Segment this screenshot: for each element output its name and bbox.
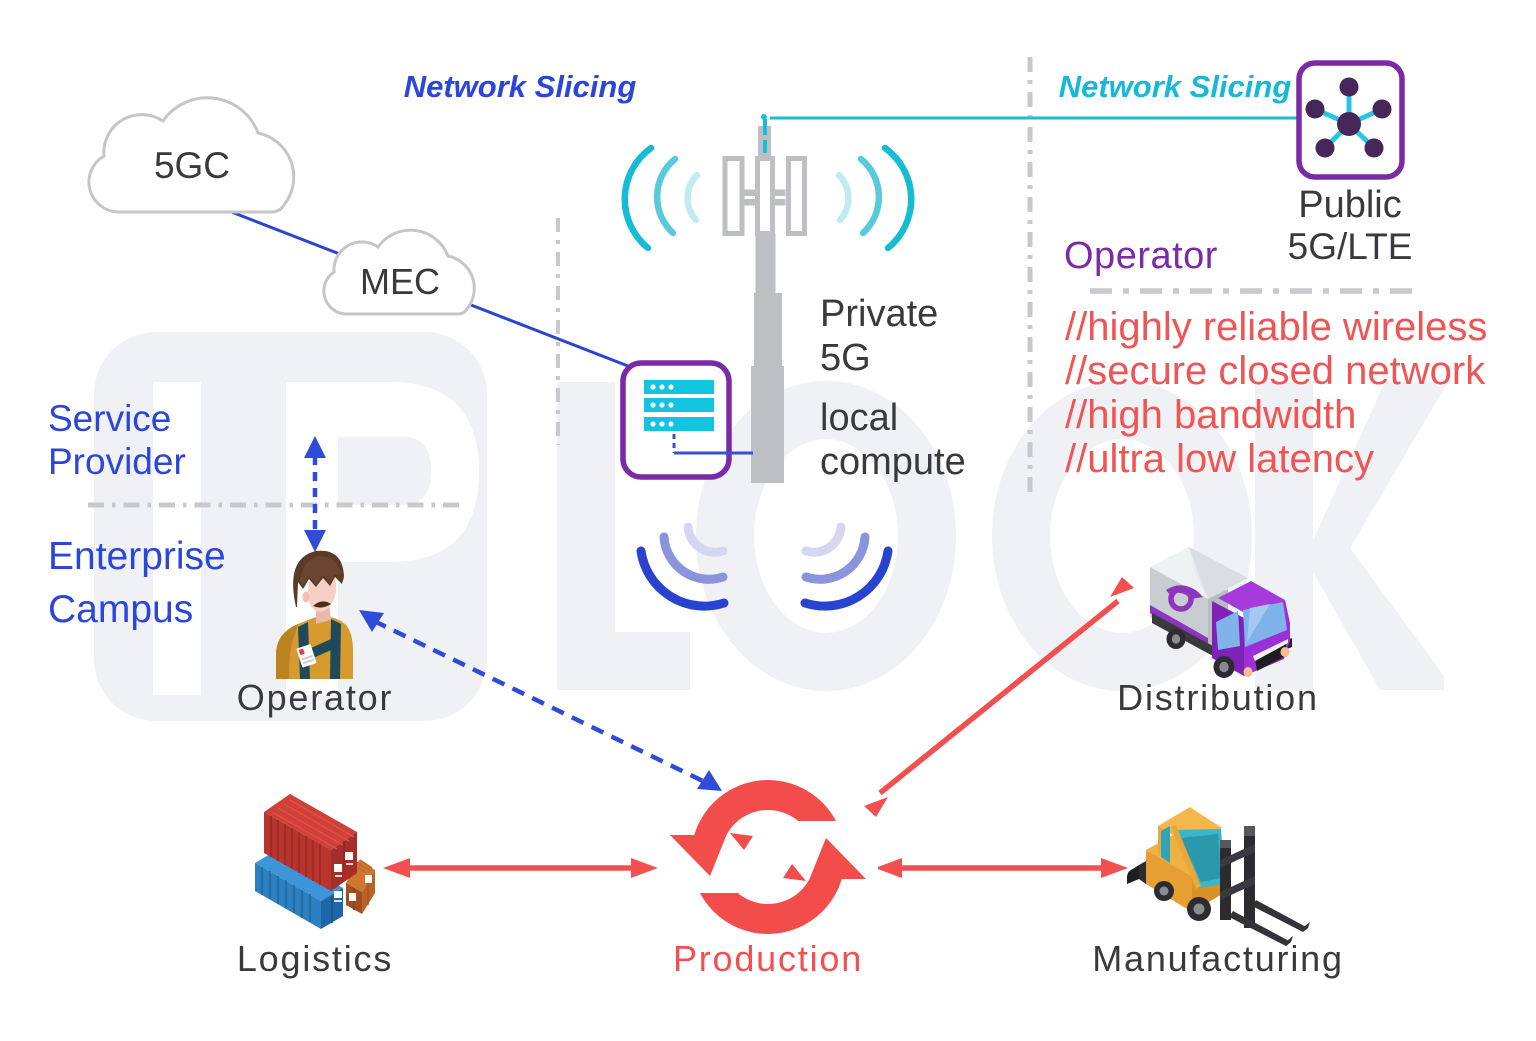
svg-text:local: local bbox=[820, 397, 898, 439]
svg-text://high bandwidth: //high bandwidth bbox=[1065, 393, 1356, 437]
svg-text://secure closed network: //secure closed network bbox=[1065, 349, 1486, 393]
svg-text:Logistics: Logistics bbox=[237, 938, 393, 979]
svg-text:Distribution: Distribution bbox=[1117, 677, 1319, 718]
svg-text://highly reliable wireless: //highly reliable wireless bbox=[1065, 305, 1487, 349]
svg-text:5G/LTE: 5G/LTE bbox=[1288, 226, 1413, 267]
svg-text://ultra low latency: //ultra low latency bbox=[1065, 437, 1374, 481]
svg-text:Production: Production bbox=[673, 938, 863, 979]
svg-text:Campus: Campus bbox=[48, 588, 193, 631]
svg-text:5G: 5G bbox=[820, 337, 871, 379]
svg-text:MEC: MEC bbox=[360, 261, 440, 302]
svg-text:Service: Service bbox=[48, 398, 171, 439]
svg-text:Public: Public bbox=[1298, 184, 1402, 226]
svg-text:Operator: Operator bbox=[237, 677, 393, 718]
svg-text:Private: Private bbox=[820, 293, 938, 335]
svg-text:Manufacturing: Manufacturing bbox=[1092, 938, 1344, 979]
svg-text:Provider: Provider bbox=[48, 441, 186, 482]
svg-text:Network Slicing: Network Slicing bbox=[404, 69, 637, 104]
svg-text:Operator: Operator bbox=[1064, 235, 1218, 277]
svg-text:compute: compute bbox=[820, 441, 966, 483]
svg-text:Network Slicing: Network Slicing bbox=[1059, 69, 1292, 104]
svg-text:5GC: 5GC bbox=[154, 145, 230, 186]
svg-text:Enterprise: Enterprise bbox=[48, 535, 226, 578]
